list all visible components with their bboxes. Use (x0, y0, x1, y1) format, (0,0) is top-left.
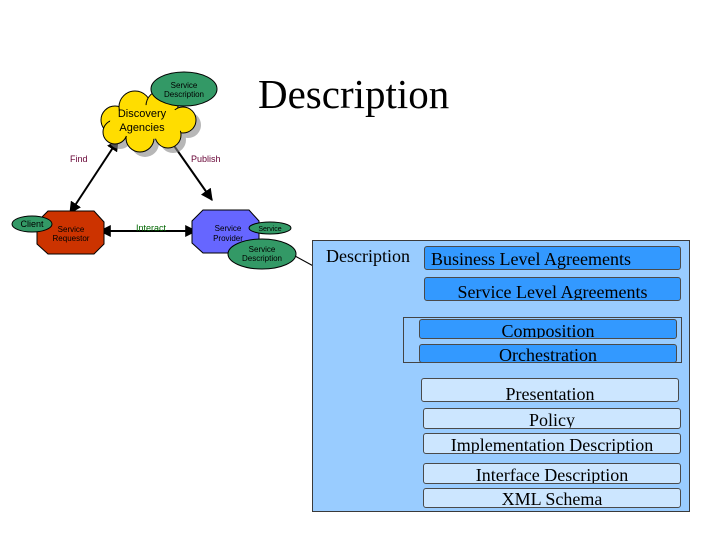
layer-policy: Policy (423, 408, 681, 429)
provider-sd-line-2: Description (242, 254, 282, 263)
discovery-sd-line-1: Service (171, 81, 198, 90)
discovery-line-1: Discovery (118, 108, 167, 120)
page-title: Description (258, 71, 450, 117)
layer-interface-description: Interface Description (423, 463, 681, 484)
provider-line-1: Service (215, 224, 242, 233)
find-label: Find (70, 154, 88, 164)
provider-line-2: Provider (213, 234, 243, 243)
layer-composition: Composition (419, 319, 677, 339)
provider-service-ellipse (248, 221, 292, 235)
layer-business-level-agreements: Business Level Agreements (424, 246, 681, 270)
find-arrow (69, 138, 119, 215)
publish-label: Publish (191, 154, 221, 164)
provider-sd-line-1: Service (249, 245, 276, 254)
cloud-fill (110, 105, 186, 139)
provider-service-description-ellipse (227, 238, 297, 270)
layer-orchestration: Orchestration (419, 344, 677, 363)
description-panel-label: Description (326, 246, 410, 266)
layer-service-level-agreements: Service Level Agreements (424, 277, 681, 301)
interact-label: Interact (136, 223, 167, 233)
client-ellipse (11, 215, 53, 233)
requestor-line-1: Service (58, 225, 85, 234)
discovery-sd-line-2: Description (164, 90, 204, 99)
discovery-service-description-ellipse (150, 71, 218, 107)
requestor-line-2: Requestor (53, 234, 90, 243)
client-label: Client (20, 219, 44, 229)
layer-xml-schema: XML Schema (423, 488, 681, 508)
layer-implementation-description: Implementation Description (423, 433, 681, 454)
layer-presentation: Presentation (421, 378, 679, 402)
discovery-line-2: Agencies (119, 122, 165, 134)
provider-service-label: Service (258, 226, 281, 233)
